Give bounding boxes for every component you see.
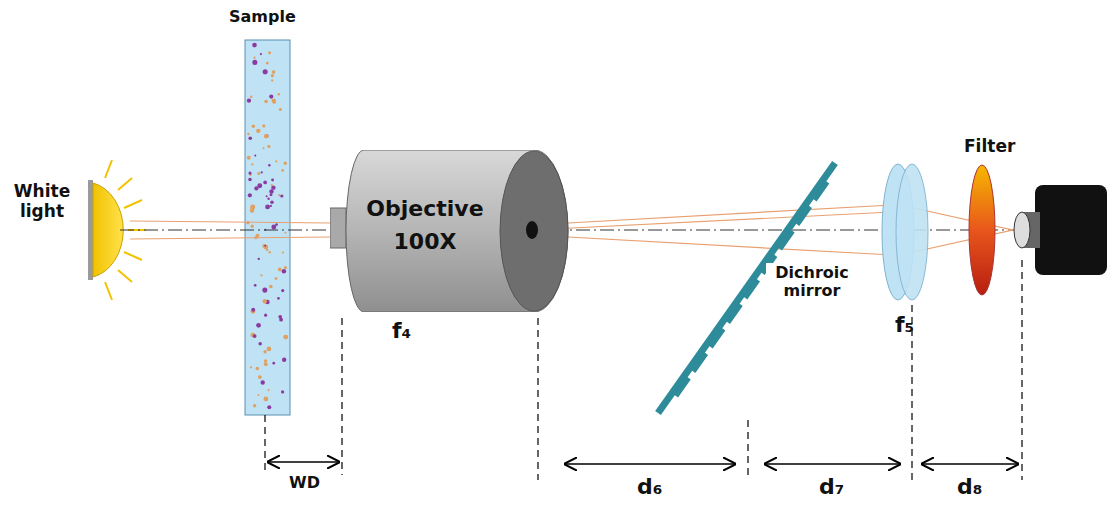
focal-label: f₄ bbox=[392, 318, 411, 343]
lens bbox=[882, 164, 928, 300]
dimension-label: d₈ bbox=[957, 474, 982, 499]
light-source bbox=[88, 160, 146, 300]
dimension-arrows bbox=[268, 462, 1018, 464]
focal-label: f₅ bbox=[895, 312, 914, 337]
sample-slide bbox=[245, 40, 290, 415]
objective-lens: Objective 100X bbox=[330, 150, 570, 312]
dimension-label: WD bbox=[289, 474, 320, 492]
part-label: White light bbox=[6, 182, 78, 221]
part-label: Sample bbox=[229, 8, 296, 26]
camera bbox=[1014, 185, 1107, 275]
dimension-label: d₆ bbox=[637, 474, 662, 499]
part-label: Dichroic mirror bbox=[766, 263, 858, 302]
objective-label: Objective 100X bbox=[360, 192, 490, 258]
part-label: Filter bbox=[964, 137, 1015, 157]
dimension-label: d₇ bbox=[819, 474, 844, 499]
filter-element bbox=[969, 165, 995, 295]
